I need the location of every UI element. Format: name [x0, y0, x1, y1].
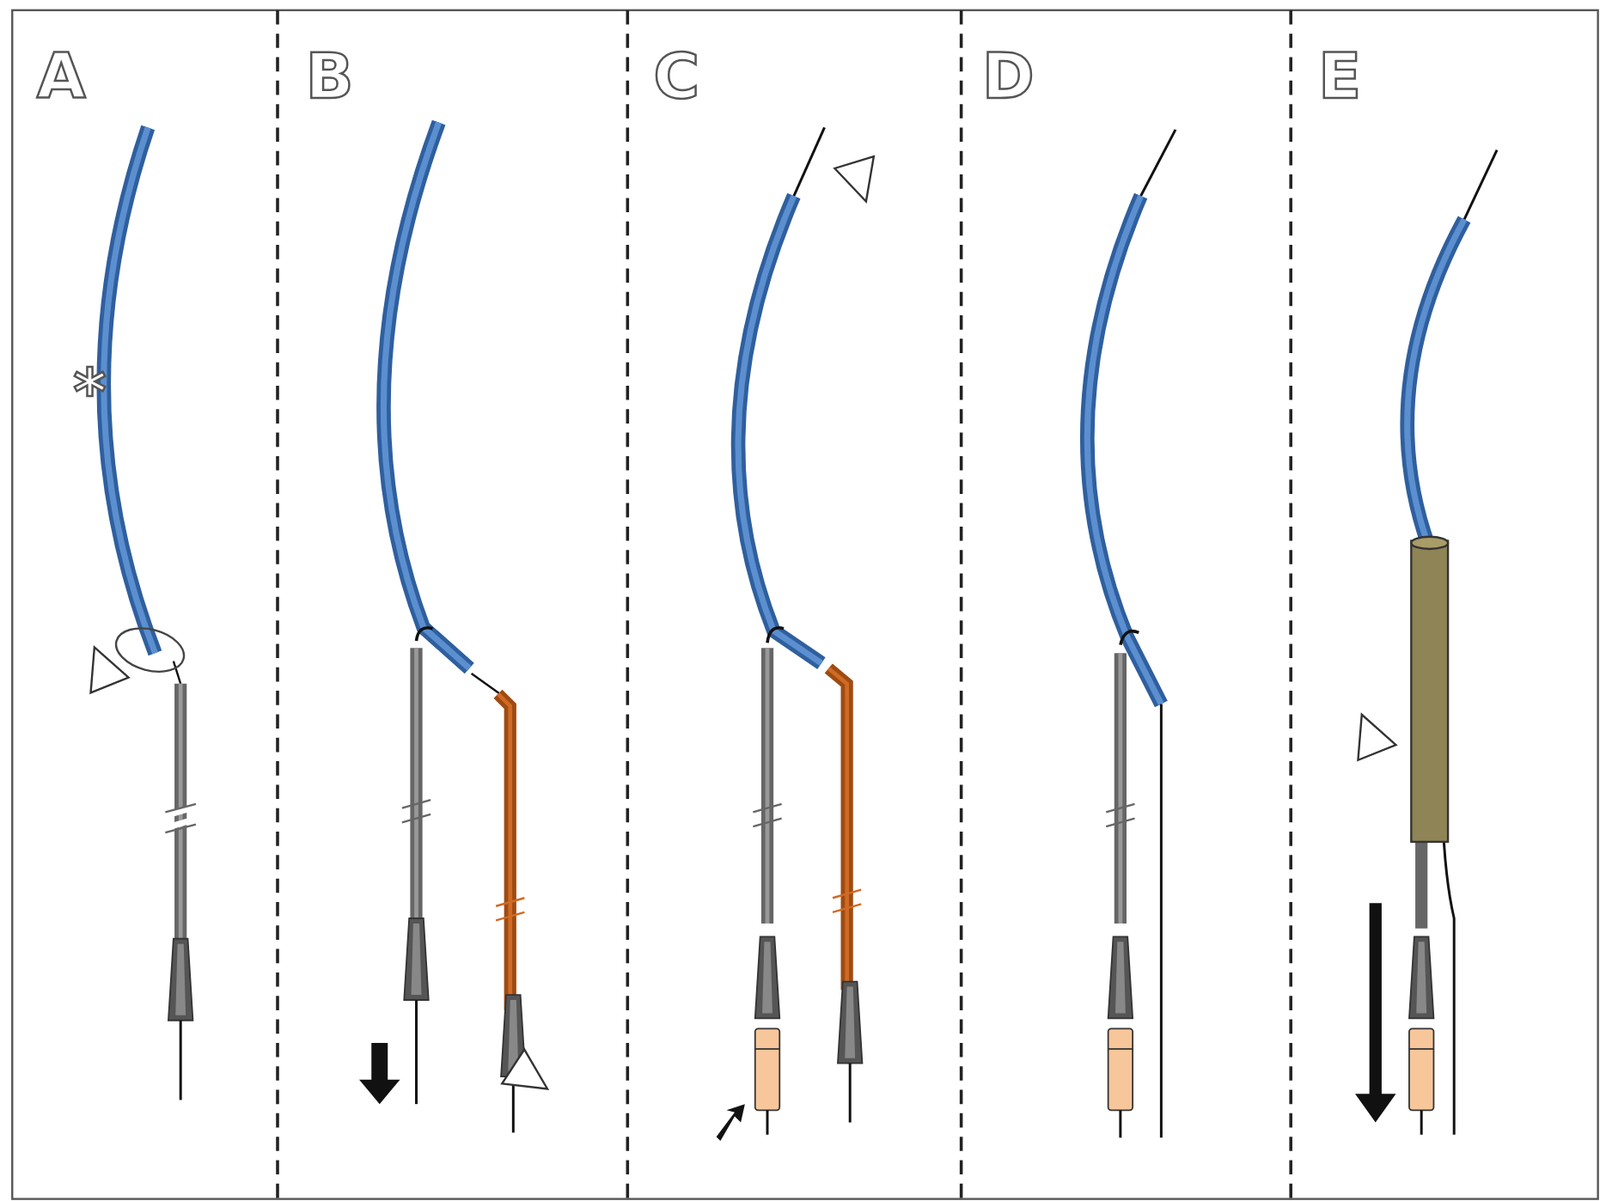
panel-letter: B [305, 44, 355, 109]
panel-letter: E [1318, 44, 1362, 109]
panel-letter: C [653, 44, 700, 109]
panel-letter: D [982, 44, 1035, 109]
marker-asterisk: * [73, 360, 107, 424]
panel-letter: A [36, 44, 86, 109]
